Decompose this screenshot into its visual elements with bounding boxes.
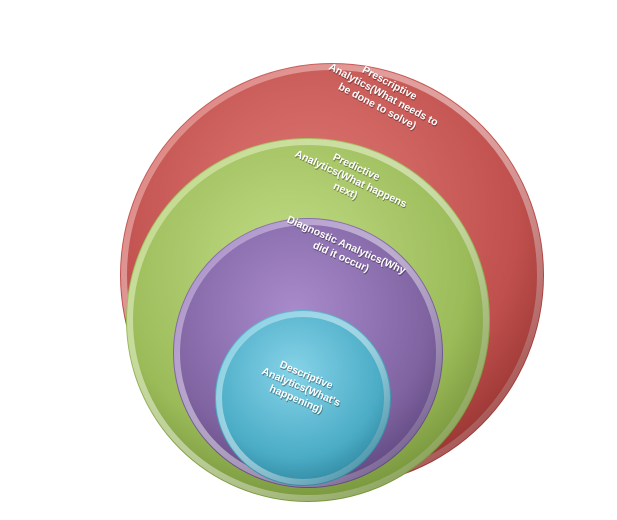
ring-descriptive-rim: [216, 311, 390, 485]
ring-descriptive-circle: [215, 310, 391, 486]
ring-predictive-rim: [127, 139, 489, 501]
ring-descriptive: Descriptive Descriptive Analytics(What's…: [215, 310, 391, 486]
